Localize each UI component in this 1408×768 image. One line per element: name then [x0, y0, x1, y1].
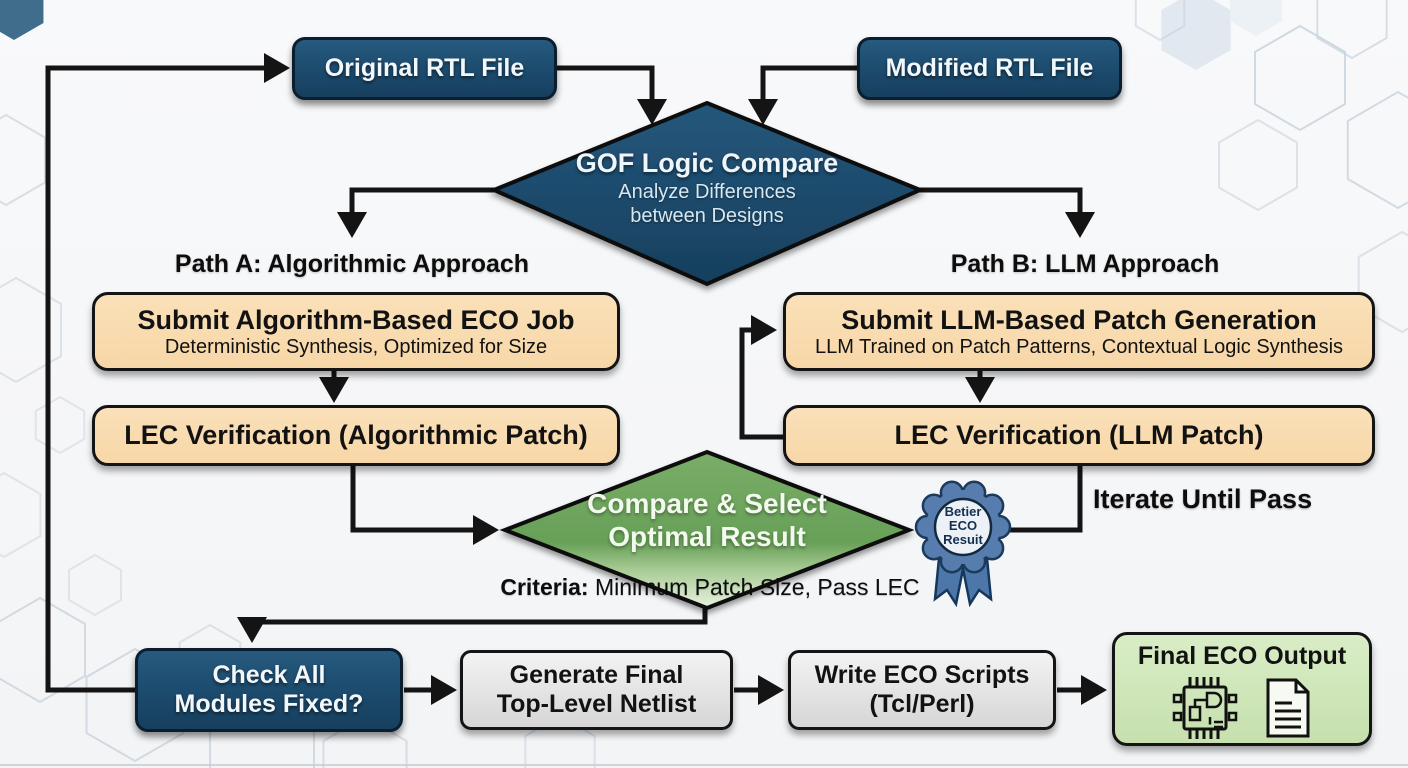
lec-verification-algorithmic-box: LEC Verification (Algorithmic Patch) — [92, 405, 620, 466]
write-eco-scripts-box: Write ECO Scripts (Tcl/Perl) — [788, 650, 1056, 730]
submit-algo-title: Submit Algorithm-Based ECO Job — [137, 304, 575, 335]
better-eco-result-badge-icon — [914, 480, 1012, 608]
criteria-caption: Criteria: Minimum Patch Size, Pass LEC — [360, 574, 1060, 601]
write-scripts-line2: (Tcl/Perl) — [869, 690, 975, 718]
check-modules-line2: Modules Fixed? — [174, 690, 364, 718]
path-a-label: Path A: Algorithmic Approach — [174, 250, 530, 278]
lec-llm-label: LEC Verification (LLM Patch) — [894, 420, 1264, 450]
generate-final-netlist-box: Generate Final Top-Level Netlist — [460, 650, 733, 730]
connector-lec-algo-to-select — [350, 466, 499, 545]
criteria-label: Criteria: — [500, 574, 589, 600]
submit-llm-patch-generation-box: Submit LLM-Based Patch Generation LLM Tr… — [783, 292, 1375, 371]
path-b-label: Path B: LLM Approach — [950, 250, 1220, 278]
check-all-modules-fixed-box: Check All Modules Fixed? — [135, 648, 403, 732]
gof-logic-compare-diamond — [488, 100, 926, 287]
modified-rtl-file-box: Modified RTL File — [857, 37, 1122, 100]
generate-netlist-line2: Top-Level Netlist — [496, 690, 697, 718]
connector-compare-to-path-a — [337, 187, 496, 238]
original-rtl-file-box: Original RTL File — [292, 37, 557, 100]
lec-verification-llm-box: LEC Verification (LLM Patch) — [783, 405, 1375, 466]
submit-llm-subtitle: LLM Trained on Patch Patterns, Contextua… — [814, 335, 1344, 358]
submit-algorithm-eco-job-box: Submit Algorithm-Based ECO Job Determini… — [92, 292, 620, 371]
flow-arrows — [45, 53, 1107, 705]
connector-loop-to-original-rtl — [45, 53, 290, 693]
criteria-text: Minimum Patch Size, Pass LEC — [594, 574, 920, 600]
connector-iterate-loop — [739, 315, 784, 440]
check-modules-line1: Check All — [212, 661, 326, 689]
generate-netlist-line1: Generate Final — [509, 661, 684, 689]
compare-select-diamond — [499, 449, 915, 611]
submit-algo-subtitle: Deterministic Synthesis, Optimized for S… — [164, 335, 548, 358]
lec-algo-label: LEC Verification (Algorithmic Patch) — [124, 420, 588, 450]
circuit-chip-icon — [1172, 677, 1238, 739]
original-rtl-file-label: Original RTL File — [324, 54, 525, 82]
connector-modified-to-compare — [748, 65, 857, 125]
submit-llm-title: Submit LLM-Based Patch Generation — [841, 304, 1317, 335]
final-output-icons — [1170, 673, 1314, 743]
write-scripts-line1: Write ECO Scripts — [814, 661, 1030, 689]
document-icon — [1266, 678, 1310, 738]
modified-rtl-file-label: Modified RTL File — [885, 54, 1094, 82]
connector-compare-to-path-b — [918, 187, 1095, 238]
iterate-until-pass-label: Iterate Until Pass — [1093, 484, 1313, 514]
bottom-divider-line — [0, 764, 1408, 766]
connector-original-to-compare — [557, 65, 667, 125]
connector-select-to-check — [237, 607, 708, 643]
final-output-title: Final ECO Output — [1137, 642, 1347, 670]
final-eco-output-box: Final ECO Output — [1112, 632, 1372, 746]
